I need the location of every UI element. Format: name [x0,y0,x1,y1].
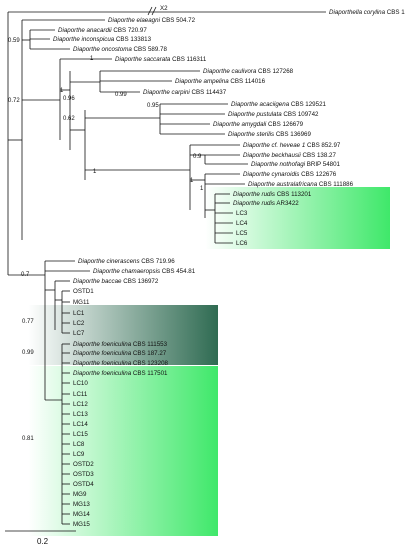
taxon-label: MG9 [73,491,87,498]
taxon-label: LC11 [73,391,88,398]
taxon-label: MG15 [73,521,90,528]
rudis-clade-highlight [205,187,390,249]
taxon-label: Diaporthe rudis CBS 113201 [233,191,312,198]
support-value: 0.77 [22,319,34,325]
taxon-label: Diaporthe chamaeropsis CBS 454.81 [93,268,196,275]
support-value: 0.9 [193,154,202,160]
support-value: 1 [90,56,94,62]
taxon-label: LC10 [73,380,88,387]
support-value: 1 [190,178,194,184]
taxon-label: MG13 [73,501,90,508]
taxon-label: Diaporthe saccarata CBS 116311 [115,56,207,63]
taxon-label: Diaporthe foeniculina CBS 117501 [73,370,168,377]
taxon-label: Diaporthe inconspicua CBS 133813 [53,36,152,43]
taxon-label: OSTD2 [73,461,94,468]
taxon-label: Diaporthe ampelina CBS 114016 [175,78,266,85]
taxon-label: Diaporthe nothofagi BRIP 54801 [251,161,341,168]
taxon-label: LC5 [236,230,248,237]
taxon-label: LC13 [73,411,88,418]
taxon-label: OSTD4 [73,481,94,488]
taxon-label: LC7 [73,330,85,337]
taxon-label: Diaporthe foeniculina CBS 187.27 [73,350,167,357]
taxon-label: Diaporthe sterilis CBS 136969 [228,131,311,138]
support-value: 0.59 [8,38,20,44]
taxon-label: Diaporthella corylina CBS 121124 [329,9,405,16]
tree-branches [7,11,326,525]
scale-bar-label: 0.2 [37,537,49,546]
taxon-label: Diaporthe beckhausii CBS 138.27 [243,152,336,159]
support-value: 0.81 [22,436,34,442]
taxon-label: LC2 [73,320,85,327]
taxon-label: Diaporthe pustulata CBS 109742 [228,111,319,118]
taxon-label: Diaporthe oncostoma CBS 589.78 [73,46,167,53]
branch-break-mark [147,6,157,16]
taxon-label: LC6 [236,240,248,247]
taxon-label: Diaporthe cynaroidis CBS 122676 [243,171,337,178]
taxon-label: Diaporthe elaeagni CBS 504.72 [108,17,196,24]
taxon-label: LC9 [73,451,85,458]
taxon-label: OSTD1 [73,288,94,295]
taxon-label: LC15 [73,431,88,438]
taxon-label: MG14 [73,511,90,518]
support-value: 0.7 [21,272,30,278]
baccae-clade-highlight [28,305,218,365]
taxon-label: Diaporthe cinerascens CBS 719.96 [78,258,175,265]
taxon-label: Diaporthe baccae CBS 136972 [73,278,159,285]
taxon-label: LC4 [236,220,248,227]
taxon-label: LC1 [73,310,85,317]
taxon-label: Diaporthe amygdali CBS 126679 [213,121,304,128]
taxon-label: Diaporthe acaciigena CBS 129521 [231,101,327,108]
taxon-label: Diaporthe foeniculina CBS 123208 [73,360,169,367]
support-value: 0.95 [147,103,159,109]
foeniculina-clade-highlight [28,366,218,536]
support-value: 0.96 [63,96,75,102]
support-value: 1 [93,169,97,175]
taxon-label: Diaporthe rudis AR3422 [233,200,299,207]
break-label: X2 [160,5,168,12]
taxon-label: Diaporthe australafricana CBS 111886 [248,181,354,188]
taxon-label: LC8 [73,441,85,448]
taxon-label: Diaporthe foeniculina CBS 111553 [73,341,168,348]
taxon-label: Diaporthe anacardii CBS 720.97 [58,27,147,34]
support-value: 0.72 [8,98,20,104]
support-values: 0.590.7210.960.990.620.95110.90.70.770.9… [8,38,204,442]
support-value: 0.62 [63,116,75,122]
taxon-label: Diaporthe cf. heveae 1 CBS 852.97 [243,142,341,149]
support-value: 0.99 [115,92,127,98]
support-value: 0.99 [22,350,34,356]
taxon-label: MG11 [73,299,90,306]
taxon-label: Diaporthe caulivora CBS 127268 [203,68,294,75]
support-value: 1 [200,186,204,192]
taxon-label: LC12 [73,401,88,408]
taxon-label: LC3 [236,210,248,217]
taxon-label: LC14 [73,421,88,428]
taxon-label: OSTD3 [73,471,94,478]
taxon-label: Diaporthe carpini CBS 114437 [143,89,227,96]
taxon-labels: Diaporthella corylina CBS 121124Diaporth… [53,9,405,528]
support-value: 1 [60,88,64,94]
